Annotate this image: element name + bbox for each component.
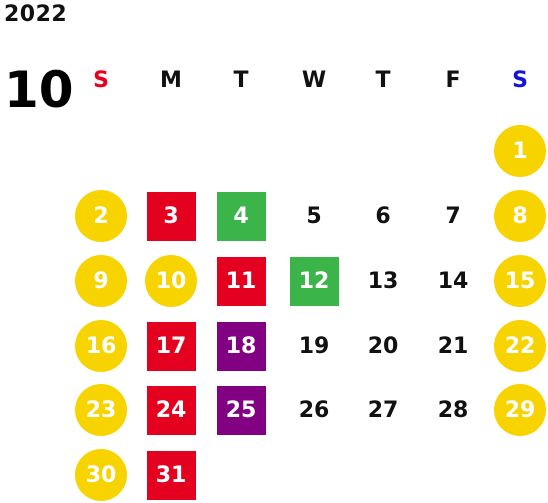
day-cell-9: 9 xyxy=(75,255,127,307)
day-cell-6: 6 xyxy=(375,203,391,229)
day-cell-13: 13 xyxy=(367,268,399,294)
day-cell-8: 8 xyxy=(494,190,546,242)
day-cell-4: 4 xyxy=(216,191,266,241)
day-cell-7: 7 xyxy=(445,203,461,229)
day-cell-22: 22 xyxy=(494,320,546,372)
weekday-thu: T xyxy=(375,68,391,93)
day-cell-14: 14 xyxy=(437,268,469,294)
weekday-sun: S xyxy=(93,68,109,93)
day-cell-12: 12 xyxy=(289,256,339,306)
weekday-fri: F xyxy=(445,68,461,93)
day-cell-20: 20 xyxy=(367,333,399,359)
weekday-wed: W xyxy=(301,68,327,93)
day-cell-10: 10 xyxy=(145,255,197,307)
day-cell-25: 25 xyxy=(216,385,266,435)
day-cell-2: 2 xyxy=(75,190,127,242)
day-cell-19: 19 xyxy=(298,333,330,359)
day-cell-27: 27 xyxy=(367,397,399,423)
day-cell-16: 16 xyxy=(75,320,127,372)
month-number: 10 xyxy=(4,61,74,119)
day-cell-1: 1 xyxy=(494,125,546,177)
day-cell-26: 26 xyxy=(298,397,330,423)
day-cell-23: 23 xyxy=(75,384,127,436)
day-cell-18: 18 xyxy=(216,321,266,371)
weekday-mon: M xyxy=(160,68,182,93)
day-cell-17: 17 xyxy=(146,321,196,371)
weekday-tue: T xyxy=(233,68,249,93)
day-cell-3: 3 xyxy=(146,191,196,241)
day-cell-30: 30 xyxy=(75,449,127,501)
day-cell-15: 15 xyxy=(494,255,546,307)
day-cell-24: 24 xyxy=(146,385,196,435)
day-cell-28: 28 xyxy=(437,397,469,423)
day-cell-5: 5 xyxy=(306,203,322,229)
weekday-sat: S xyxy=(512,68,528,93)
day-cell-29: 29 xyxy=(494,384,546,436)
day-cell-31: 31 xyxy=(146,450,196,500)
day-cell-11: 11 xyxy=(216,256,266,306)
year-label: 2022 xyxy=(4,2,68,27)
day-cell-21: 21 xyxy=(437,333,469,359)
